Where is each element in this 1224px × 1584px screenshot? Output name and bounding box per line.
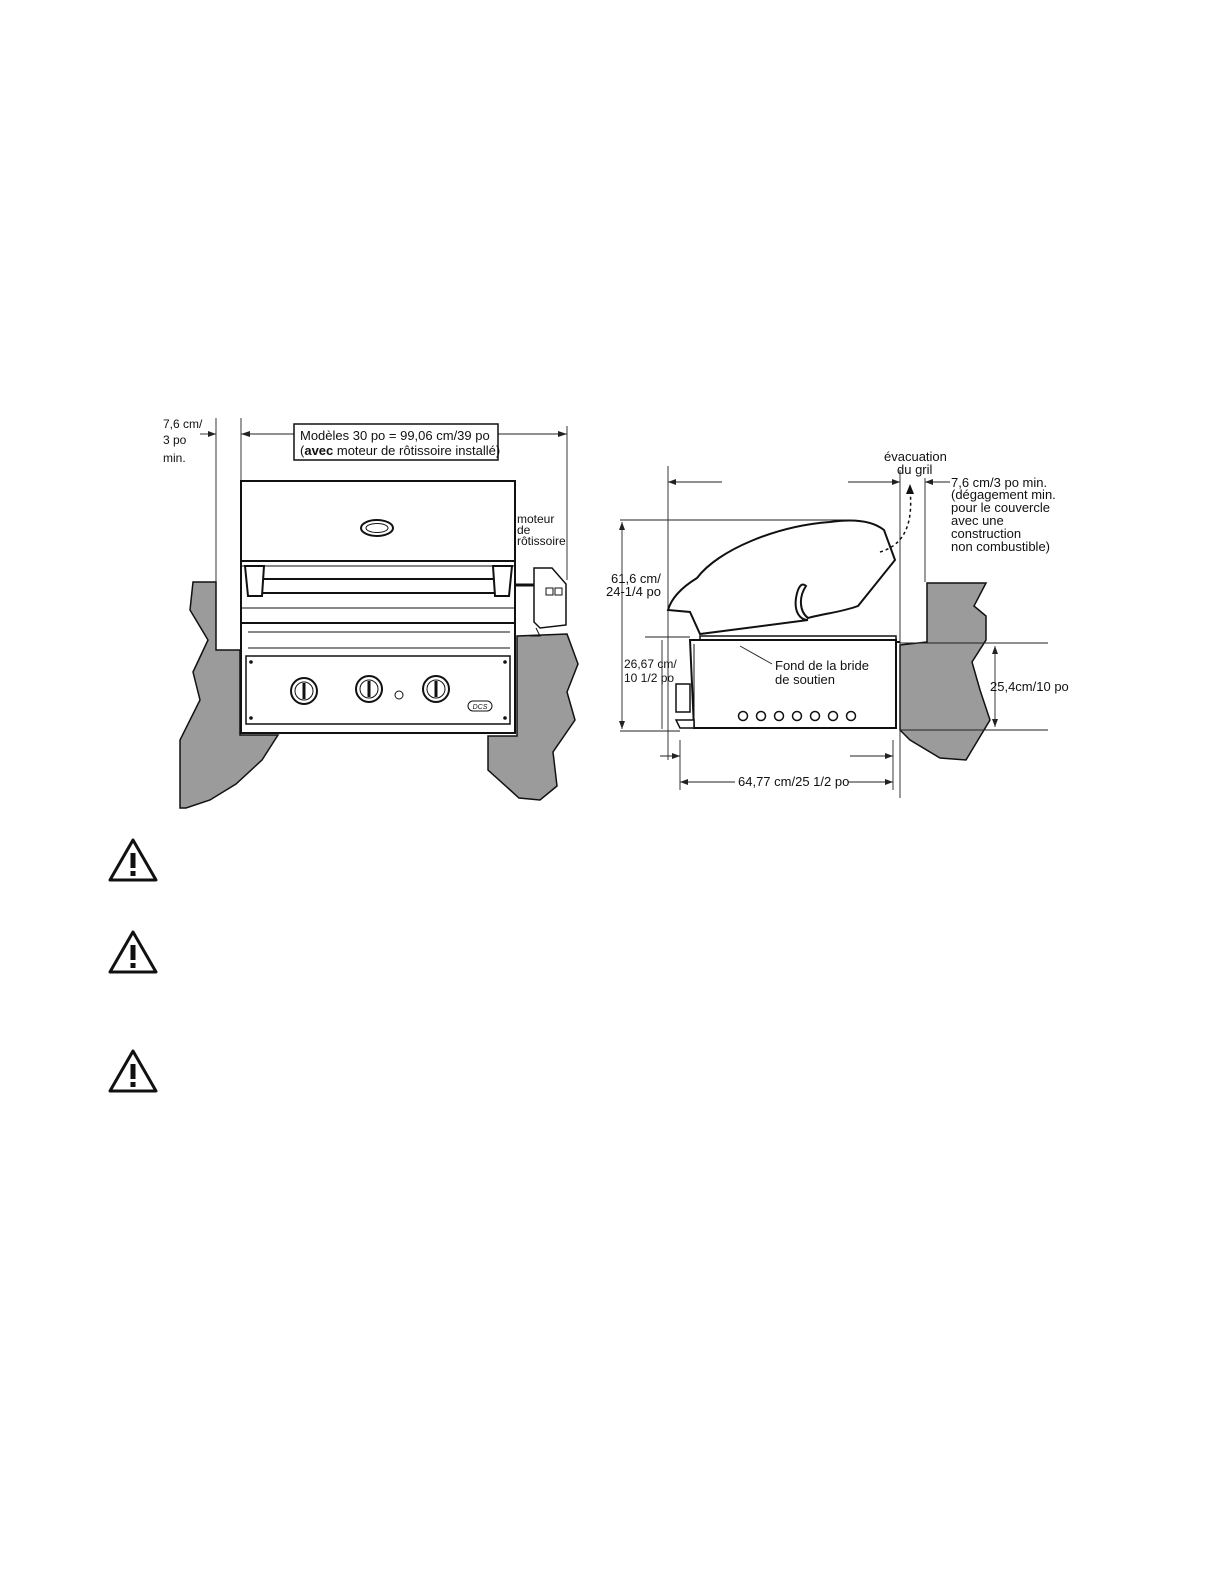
warning-triangle-icon: [108, 930, 158, 974]
warning-triangle-icon: [108, 838, 158, 882]
handle-bracket-left: [243, 565, 266, 597]
grill-side-hood: [666, 519, 897, 636]
vent-holes: [737, 710, 857, 722]
cutout-height-label: 25,4cm/10 po: [990, 679, 1069, 694]
front-view-diagram: Modèles 30 po = 99,06 cm/39 po (avec mot…: [163, 417, 579, 809]
brand-badge: [467, 700, 493, 712]
height-base-label: 10 1/2 po: [624, 671, 674, 685]
rotisserie-label: de: [517, 523, 531, 537]
side-counter: [899, 582, 991, 761]
lid-clearance-label: (dégagement min.: [951, 487, 1056, 502]
grill-side-base: [688, 639, 897, 729]
vent-flow-arrow: [879, 489, 912, 553]
vent-label: évacuation: [884, 449, 947, 464]
flange-label: de soutien: [775, 672, 835, 687]
lid-clearance-label: pour le couvercle: [951, 500, 1050, 515]
lid-clearance-label: non combustible): [951, 539, 1050, 554]
rotisserie-motor: [533, 567, 567, 629]
front-clearance-label: 7,6 cm/: [163, 417, 203, 431]
lid-clearance-label: avec une: [951, 513, 1004, 528]
models-dimension-box: [293, 423, 499, 461]
side-view-diagram: 25,4cm/10 po 64,77 cm/25 1/2 po: [606, 449, 1069, 798]
lid-clearance-label: construction: [951, 526, 1021, 541]
hood-logo-plate: [360, 519, 394, 537]
control-knob[interactable]: [290, 677, 318, 705]
rotisserie-label: rôtissoire: [517, 534, 566, 548]
height-base-label: 26,67 cm/: [624, 657, 677, 671]
height-total-label: 61,6 cm/: [611, 571, 661, 586]
brand-badge-text: DCS: [473, 704, 488, 711]
flange-label: Fond de la bride: [775, 658, 869, 673]
hood-handle: [257, 578, 499, 594]
front-clearance-label: 3 po: [163, 433, 187, 447]
front-clearance-label: min.: [163, 451, 186, 465]
vent-label: du gril: [897, 462, 933, 477]
height-total-label: 24-1/4 po: [606, 584, 661, 599]
warning-triangle-icon: [108, 1049, 158, 1093]
depth-label: 64,77 cm/25 1/2 po: [738, 774, 849, 789]
rotisserie-label: moteur: [517, 512, 554, 526]
lid-clearance-label: 7,6 cm/3 po min.: [951, 475, 1047, 490]
control-knob[interactable]: [422, 675, 450, 703]
models-box-line1: Modèles 30 po = 99,06 cm/39 po: [300, 428, 490, 443]
right-counter: [487, 633, 579, 801]
models-box-line2: (avec moteur de rôtissoire installé): [300, 443, 500, 458]
control-knob[interactable]: [355, 675, 383, 703]
left-counter: [179, 581, 280, 809]
ignition-button[interactable]: [394, 690, 404, 700]
handle-bracket-right: [491, 565, 514, 597]
